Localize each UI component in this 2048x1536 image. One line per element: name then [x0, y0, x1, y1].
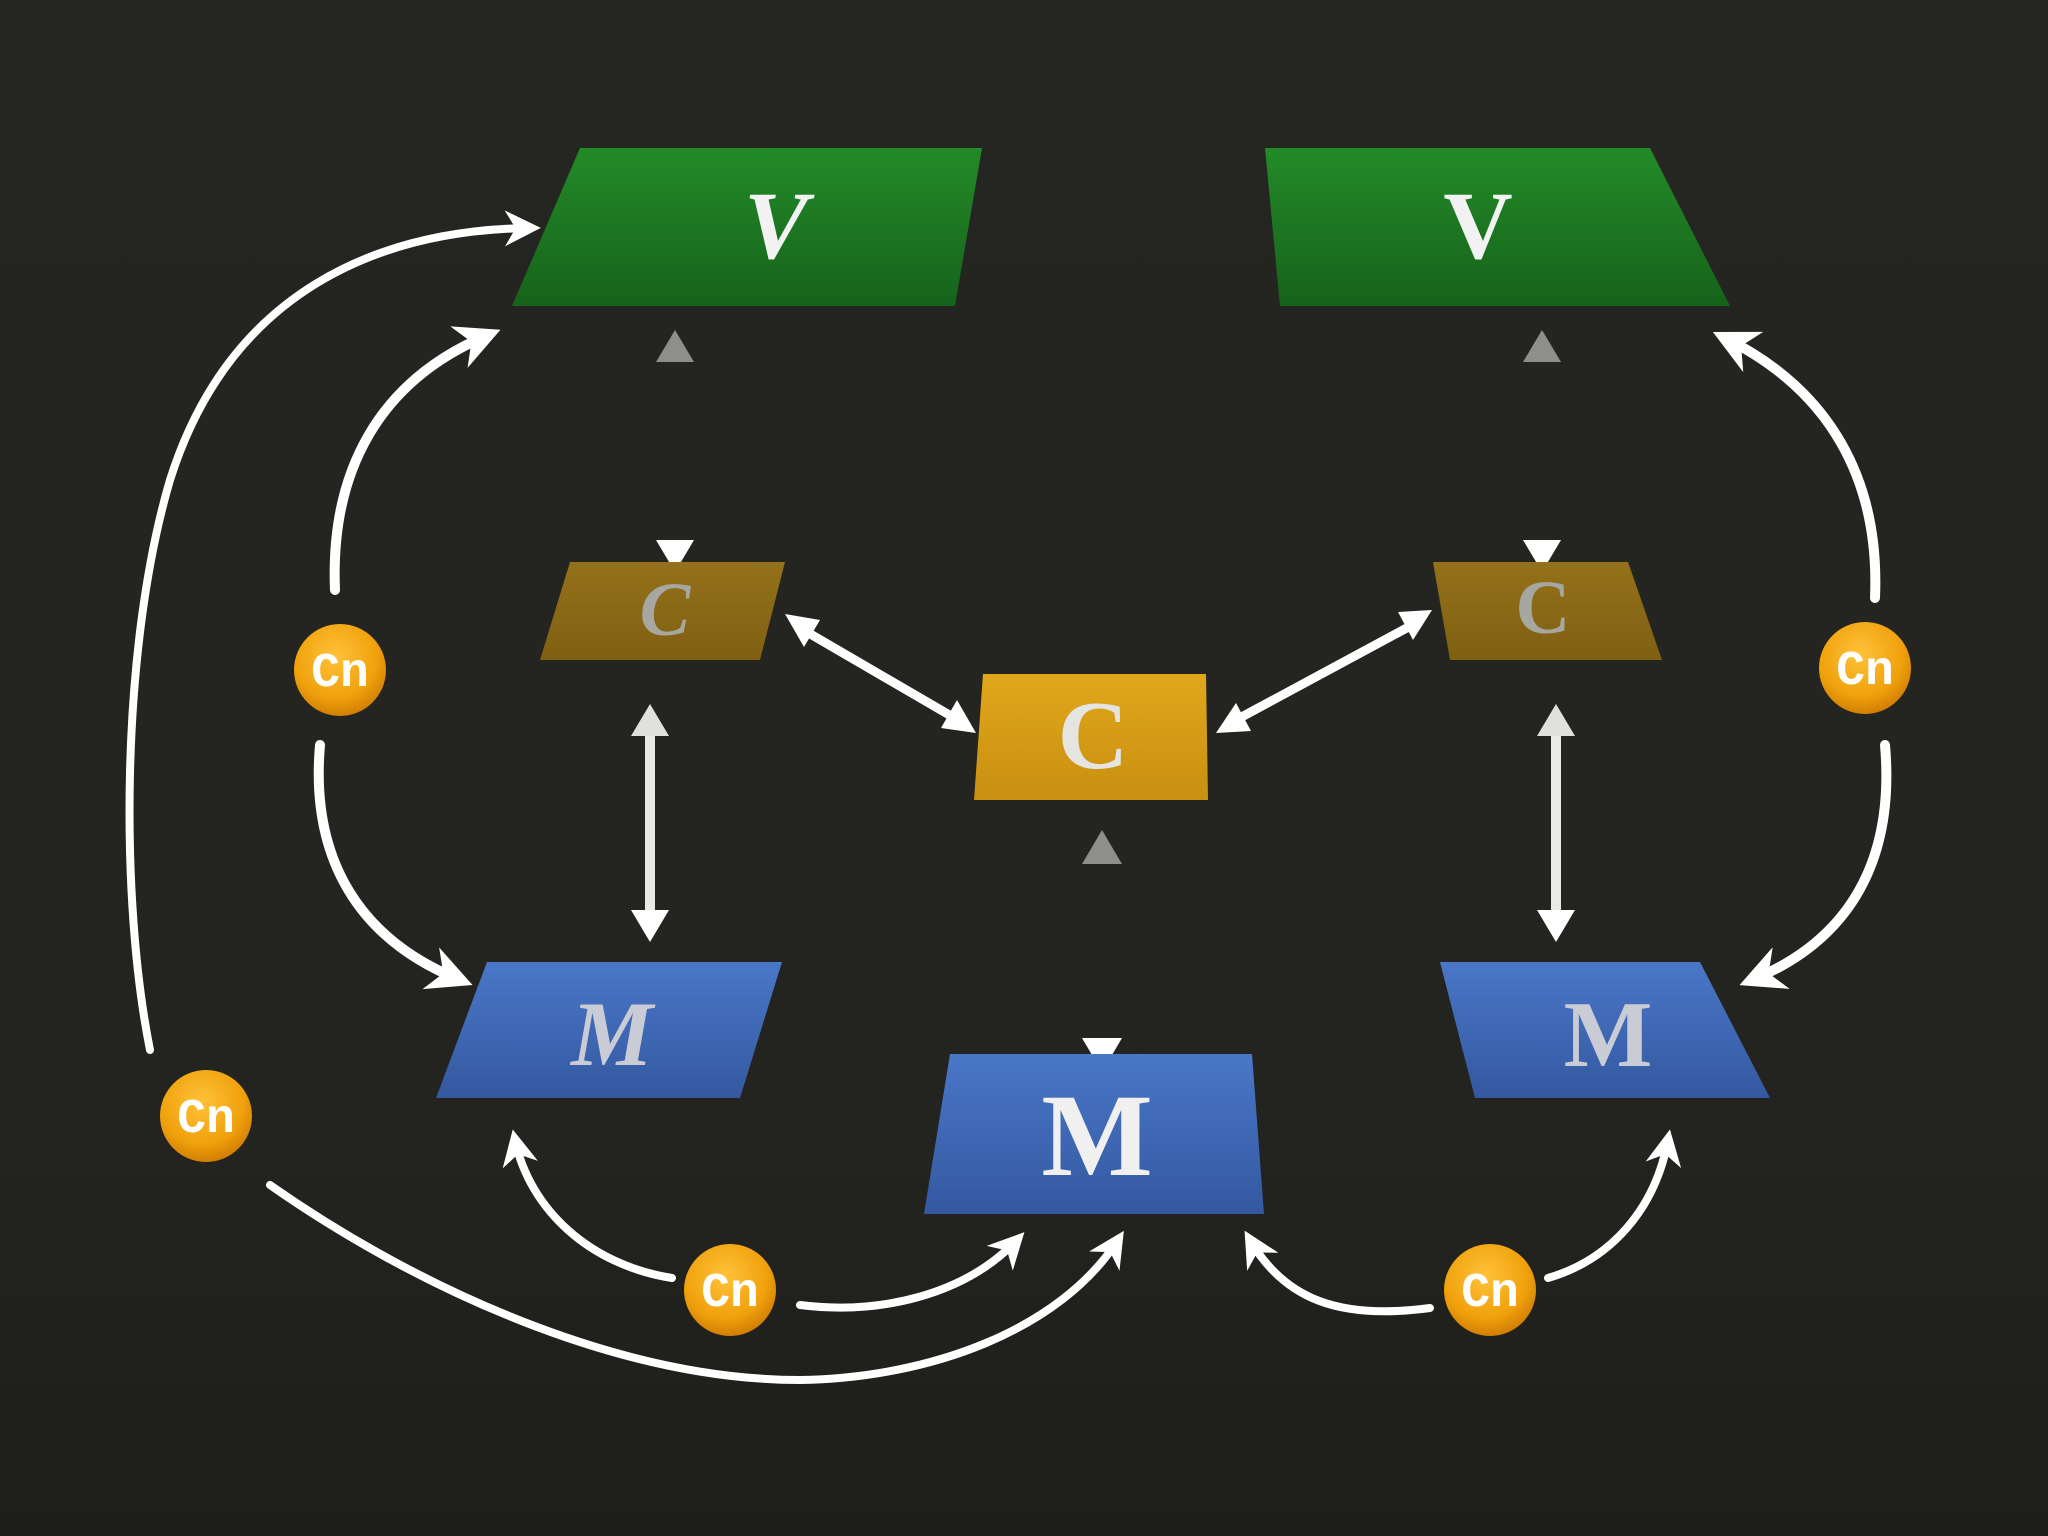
- model-label-right: M: [1564, 983, 1653, 1087]
- connector-circle: [160, 1070, 252, 1162]
- arrow-outer-cn-to-view-left: [125, 210, 541, 1054]
- arrowhead: [656, 540, 694, 572]
- controller-shape: [540, 562, 785, 660]
- arrow-cn-bottom-right-to-model-right: [1544, 1129, 1682, 1282]
- arrowhead: [656, 330, 694, 362]
- connector-label: Cn: [177, 1093, 235, 1147]
- arrowhead: [1523, 330, 1561, 362]
- arrowhead: [1082, 830, 1122, 864]
- controller-box-center: C: [974, 674, 1208, 800]
- model-label-left: M: [569, 983, 656, 1085]
- model-shape: [1440, 962, 1770, 1098]
- arrow-cn-right-to-view-right: [1712, 331, 1881, 603]
- controller-box-right: C: [1433, 562, 1662, 660]
- arrowhead: [785, 614, 820, 647]
- view-label-right: V: [1443, 172, 1512, 279]
- connector-circle: [1444, 1244, 1536, 1336]
- model-label-center: M: [1041, 1070, 1152, 1201]
- connector-label: Cn: [1836, 645, 1894, 699]
- arrowhead: [631, 704, 669, 736]
- connector-badge-outer-left: Cn: [160, 1070, 252, 1162]
- model-box-left: M: [436, 962, 782, 1098]
- controller-label-right: C: [1516, 566, 1571, 650]
- connector-label: Cn: [311, 647, 369, 701]
- controller-shape: [1433, 562, 1662, 660]
- connector-circle: [684, 1244, 776, 1336]
- arrow-cn-bottom-left-to-model-center: [796, 1232, 1025, 1312]
- arrow-controller-left-controller-center: [797, 624, 961, 724]
- connector-circle: [294, 624, 386, 716]
- arrow-cn-bottom-right-to-model-center: [1244, 1230, 1434, 1316]
- connector-badge-bottom-left: Cn: [684, 1244, 776, 1336]
- arrowhead: [631, 910, 669, 942]
- curved-arrows: [125, 210, 1892, 1385]
- model-box-right: M: [1440, 962, 1770, 1098]
- connector-label: Cn: [1461, 1267, 1519, 1321]
- model-box-center: M: [924, 1054, 1264, 1214]
- model-shape: [924, 1054, 1264, 1214]
- controller-label-left: C: [640, 568, 692, 652]
- arrowhead: [1216, 703, 1251, 733]
- arrow-outer-cn-to-model-center: [266, 1181, 1124, 1385]
- arrowhead: [941, 700, 976, 733]
- arrowhead: [1537, 704, 1575, 736]
- view-shape: [1265, 148, 1730, 306]
- connector-badge-bottom-right: Cn: [1444, 1244, 1536, 1336]
- arrow-controller-right-controller-center: [1233, 619, 1419, 724]
- view-shape: [512, 148, 982, 306]
- connector-badge-right: Cn: [1819, 622, 1911, 714]
- arrowhead: [1523, 540, 1561, 572]
- controller-shape: [974, 674, 1208, 800]
- arrow-cn-left-to-view-left: [329, 326, 501, 595]
- view-label-left: V: [744, 172, 815, 279]
- view-box-left: V: [512, 148, 982, 306]
- arrow-cn-left-to-model-left: [313, 740, 473, 990]
- connector-label: Cn: [701, 1267, 759, 1321]
- arrowhead: [1537, 910, 1575, 942]
- view-box-right: V: [1265, 148, 1730, 306]
- arrow-cn-bottom-left-to-model-left: [502, 1129, 676, 1282]
- arrowhead: [1398, 610, 1432, 640]
- connector-badge-left: Cn: [294, 624, 386, 716]
- arrow-cn-right-to-model-right: [1739, 740, 1892, 989]
- controller-label-center: C: [1058, 682, 1129, 790]
- connector-circle: [1819, 622, 1911, 714]
- controller-box-left: C: [540, 562, 785, 660]
- straight-arrows: [631, 330, 1575, 1072]
- model-shape: [436, 962, 782, 1098]
